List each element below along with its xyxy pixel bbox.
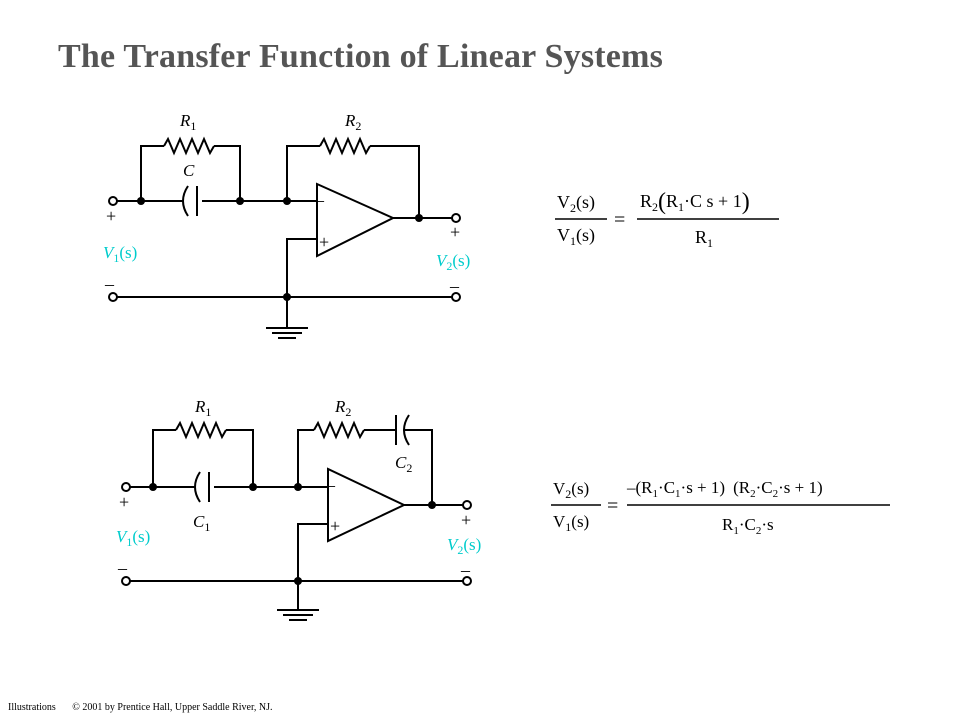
output-1-minus: – (449, 276, 460, 296)
equation-2: V2(s) V1(s) = –(R1·C1·s + 1)(R2·C2·s + 1… (551, 478, 890, 537)
label-r1: R1 (194, 397, 211, 419)
input-2-minus: – (117, 558, 128, 578)
label-v1s: V1(s) (103, 243, 137, 265)
output-2-plus: + (461, 510, 471, 530)
capacitor-c1 (194, 471, 201, 503)
input-terminal-bottom (108, 292, 118, 302)
output-1-plus: + (450, 222, 460, 242)
input-1-plus: + (106, 206, 116, 226)
eq1-rhs-denominator: R1 (695, 227, 713, 250)
opamp-2 (327, 467, 407, 543)
opamp-1-minus: – (314, 190, 325, 210)
label-c: C (183, 161, 195, 180)
circuit-2 (121, 414, 472, 621)
equation-1: V2(s) V1(s) = R2(R1·C s + 1) R1 (555, 189, 779, 250)
resistor-r1 (163, 136, 215, 156)
opamp-2-minus: – (325, 475, 336, 495)
circuit-1 (108, 136, 461, 339)
output-terminal-bottom (462, 576, 472, 586)
capacitor-c (182, 185, 189, 217)
input-terminal-top (121, 482, 131, 492)
ground-icon (277, 609, 319, 621)
label-v2s: V2(s) (436, 251, 470, 273)
label-v1s: V1(s) (116, 527, 150, 549)
input-2-plus: + (119, 492, 129, 512)
footer: Illustrations © 2001 by Prentice Hall, U… (8, 702, 273, 713)
eq1-equals: = (614, 209, 625, 231)
label-v2s: V2(s) (447, 535, 481, 557)
eq2-rhs-numerator: –(R1·C1·s + 1)(R2·C2·s + 1) (626, 478, 823, 500)
page-title: The Transfer Function of Linear Systems (58, 38, 664, 75)
label-r2: R2 (334, 397, 351, 419)
resistor-r2 (313, 420, 365, 440)
label-c1: C1 (193, 512, 210, 534)
footer-copyright: © 2001 by Prentice Hall, Upper Saddle Ri… (72, 702, 273, 713)
ground-icon (266, 327, 308, 339)
input-terminal-bottom (121, 576, 131, 586)
label-r2: R2 (344, 111, 361, 133)
output-terminal-top (451, 213, 461, 223)
label-r1: R1 (179, 111, 196, 133)
opamp-1-plus: + (319, 232, 329, 252)
eq2-rhs-denominator: R1·C2·s (722, 515, 774, 537)
label-c2: C2 (395, 453, 412, 475)
eq2-lhs-denominator: V1(s) (553, 512, 589, 534)
input-1-minus: – (104, 274, 115, 294)
input-terminal-top (108, 196, 118, 206)
eq1-rhs-numerator: R2(R1·C s + 1) (640, 189, 750, 215)
output-terminal-bottom (451, 292, 461, 302)
opamp-1 (316, 182, 396, 258)
eq1-lhs-denominator: V1(s) (557, 225, 595, 248)
output-2-minus: – (460, 560, 471, 580)
resistor-r1 (175, 420, 227, 440)
footer-label: Illustrations (8, 702, 56, 713)
resistor-r2 (319, 136, 371, 156)
output-terminal-top (462, 500, 472, 510)
eq2-equals: = (607, 495, 618, 517)
opamp-2-plus: + (330, 516, 340, 536)
eq2-lhs-numerator: V2(s) (553, 479, 589, 501)
eq1-lhs-numerator: V2(s) (557, 192, 595, 215)
